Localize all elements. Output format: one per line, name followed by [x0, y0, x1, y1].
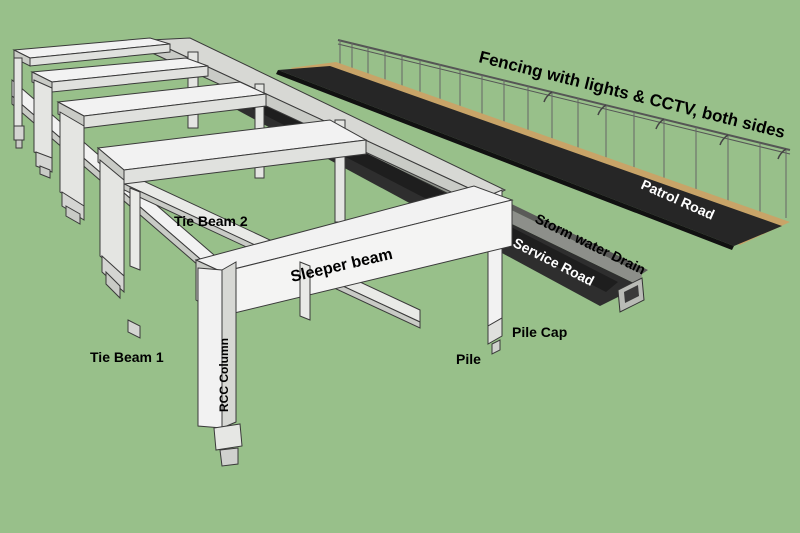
pile-label: Pile	[456, 351, 481, 367]
patrol-road	[276, 62, 790, 250]
pile-cap-label: Pile Cap	[512, 324, 567, 340]
tie-beam-2-label: Tie Beam 2	[174, 213, 248, 229]
sleeper-beams	[12, 37, 514, 317]
tie-beam-1-label: Tie Beam 1	[90, 349, 164, 365]
rcc-column-label: RCC Column	[217, 338, 231, 412]
inner-columns	[127, 187, 311, 339]
fencing-label: Fencing with lights & CCTV, both sides	[477, 47, 787, 142]
rcc-columns	[13, 57, 243, 467]
